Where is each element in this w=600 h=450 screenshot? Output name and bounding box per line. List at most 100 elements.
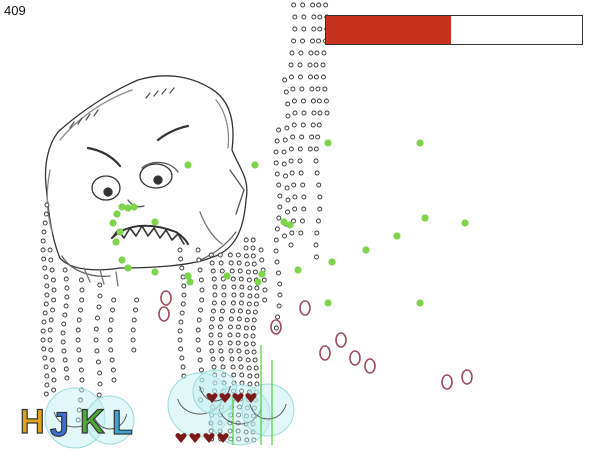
enemy-bullet	[48, 347, 54, 353]
enemy-bullet	[300, 38, 305, 44]
shield-bubble	[241, 383, 295, 437]
green-pellet	[393, 232, 401, 240]
enemy-bullet	[291, 122, 297, 128]
enemy-bullet	[274, 171, 280, 177]
enemy-bullet	[61, 321, 67, 327]
enemy-bullet	[43, 274, 49, 280]
enemy-bullet	[60, 339, 66, 345]
enemy-bullet	[50, 277, 56, 283]
enemy-bullet	[198, 367, 204, 373]
enemy-bullet	[64, 294, 70, 300]
enemy-bullet	[290, 86, 296, 92]
enemy-bullet	[313, 242, 319, 248]
enemy-bullet	[285, 197, 291, 203]
enemy-bullet	[307, 62, 313, 68]
enemy-bullet	[208, 332, 214, 338]
enemy-bullet	[48, 257, 54, 263]
enemy-bullet	[245, 269, 251, 275]
enemy-bullet	[221, 292, 227, 298]
enemy-bullet	[236, 436, 242, 442]
enemy-bullet	[244, 437, 250, 443]
enemy-bullet	[51, 297, 57, 303]
enemy-bullet	[250, 341, 256, 347]
enemy-bullet	[282, 77, 288, 83]
red-ring	[349, 350, 361, 366]
enemy-bullet	[181, 283, 187, 289]
enemy-bullet	[211, 300, 217, 306]
enemy-bullet	[199, 287, 205, 293]
enemy-bullet	[284, 125, 290, 131]
enemy-bullet	[51, 287, 57, 293]
enemy-bullet	[277, 204, 283, 210]
enemy-bullet	[230, 300, 236, 306]
enemy-bullet	[292, 194, 298, 200]
enemy-bullet	[110, 367, 116, 373]
enemy-bullet	[197, 267, 203, 273]
enemy-bullet	[47, 247, 53, 253]
enemy-bullet	[210, 356, 216, 362]
enemy-bullet	[212, 388, 218, 394]
enemy-bullet	[40, 238, 46, 244]
enemy-bullet	[243, 333, 249, 339]
enemy-bullet	[108, 317, 114, 323]
enemy-bullet	[231, 292, 237, 298]
enemy-bullet	[180, 301, 186, 307]
enemy-bullet	[177, 247, 183, 253]
enemy-bullet	[221, 380, 227, 386]
enemy-bullet	[307, 74, 313, 80]
enemy-bullet	[43, 364, 49, 370]
enemy-bullet	[97, 282, 103, 288]
enemy-bullet	[237, 356, 243, 362]
enemy-bullet	[289, 50, 295, 56]
enemy-bullet	[281, 149, 287, 155]
enemy-bullet	[212, 284, 218, 290]
enemy-bullet	[179, 355, 185, 361]
enemy-bullet	[42, 310, 48, 316]
score-counter: 409	[4, 3, 26, 18]
enemy-bullet	[277, 292, 283, 298]
red-ring	[160, 290, 172, 306]
enemy-bullet	[317, 26, 323, 32]
enemy-bullet	[44, 382, 50, 388]
enemy-bullet	[254, 373, 260, 379]
enemy-bullet	[308, 50, 314, 56]
enemy-bullet	[321, 50, 327, 56]
enemy-bullet	[288, 242, 294, 248]
key-h-label: H	[20, 403, 45, 441]
enemy-bullet	[77, 357, 83, 363]
enemy-bullet	[61, 348, 67, 354]
enemy-bullet	[239, 380, 245, 386]
enemy-bullet	[179, 310, 185, 316]
enemy-bullet	[243, 341, 249, 347]
green-pellet	[184, 272, 192, 280]
enemy-bullet	[181, 292, 187, 298]
enemy-bullet	[315, 134, 321, 140]
enemy-bullet	[111, 297, 117, 303]
enemy-bullet	[42, 265, 48, 271]
enemy-bullet	[292, 206, 298, 212]
enemy-bullet	[208, 340, 214, 346]
enemy-bullet	[195, 247, 201, 253]
enemy-bullet	[317, 110, 323, 116]
player-lasers	[232, 345, 273, 445]
enemy-bullet	[301, 110, 307, 116]
enemy-bullet	[250, 333, 256, 339]
enemy-bullet	[324, 110, 330, 116]
red-ring	[441, 374, 453, 390]
enemy-bullet	[276, 303, 282, 309]
enemy-bullet	[231, 284, 237, 290]
enemy-bullet	[111, 377, 117, 383]
enemy-bullet	[131, 347, 137, 353]
enemy-bullet	[109, 357, 115, 363]
enemy-bullet	[297, 146, 303, 152]
green-pellet	[118, 203, 126, 211]
enemy-bullet	[218, 316, 224, 322]
enemy-bullet	[235, 428, 241, 434]
enemy-bullet	[309, 86, 315, 92]
enemy-bullet	[291, 218, 296, 224]
enemy-bullet	[79, 287, 85, 293]
enemy-bullet	[253, 397, 258, 403]
key-j-label: J	[50, 406, 69, 444]
enemy-bullet	[297, 74, 303, 80]
